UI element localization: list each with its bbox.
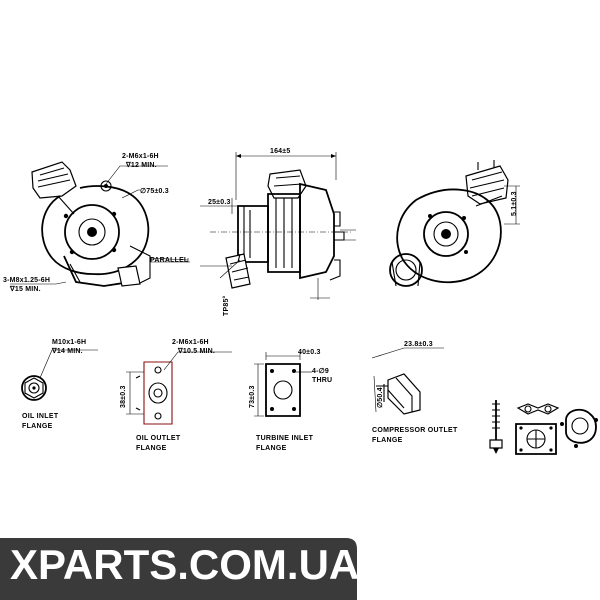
oil-outlet-dim: 38±0.3 bbox=[120, 385, 127, 408]
turbine-inlet-dim-top: 40±0.3 bbox=[298, 349, 321, 356]
front-thread-bottom: 3-M8x1.25-6H bbox=[3, 277, 50, 284]
front-thread-top: 2-M6x1-6H bbox=[122, 153, 159, 160]
oil-inlet-depth: ∇14 MIN. bbox=[51, 347, 83, 355]
turbine-inlet-caption-2: FLANGE bbox=[256, 445, 287, 452]
oil-inlet-caption-2: FLANGE bbox=[22, 423, 53, 430]
oil-inlet-flange bbox=[21, 349, 98, 401]
side-view bbox=[200, 152, 356, 300]
oil-outlet-depth: ∇10.5 MIN. bbox=[177, 347, 215, 355]
rear-dim-right: 5.1±0.3 bbox=[511, 191, 518, 216]
turbine-inlet-flange bbox=[254, 352, 312, 417]
side-angle-label: TP85° bbox=[222, 295, 230, 316]
compressor-outlet-caption-1: COMPRESSOR OUTLET bbox=[372, 427, 458, 434]
rear-view bbox=[389, 160, 520, 287]
compressor-outlet-flange bbox=[371, 347, 444, 415]
side-overall-dim: 164±5 bbox=[270, 148, 290, 155]
side-dim-left: 25±0.3 bbox=[208, 199, 231, 206]
watermark-banner bbox=[0, 538, 357, 600]
oil-inlet-thread: M10x1-6H bbox=[52, 339, 86, 346]
watermark-text: XPARTS.COM.UA bbox=[10, 541, 360, 588]
compressor-outlet-dim-diam: ∅50.4 bbox=[376, 387, 384, 408]
oil-outlet-thread: 2-M6x1-6H bbox=[172, 339, 209, 346]
compressor-outlet-dim-top: 23.8±0.3 bbox=[404, 341, 433, 348]
oil-outlet-flange bbox=[126, 351, 232, 425]
turbine-inlet-holes-2: THRU bbox=[312, 377, 332, 384]
turbine-inlet-holes-1: 4-∅9 bbox=[312, 367, 329, 375]
compressor-outlet-caption-2: FLANGE bbox=[372, 437, 403, 444]
front-depth-bottom: ∇15 MIN. bbox=[9, 285, 41, 293]
hardware-parts bbox=[489, 400, 598, 455]
front-parallel-label: PARALLEL bbox=[150, 257, 189, 264]
oil-outlet-caption-1: OIL OUTLET bbox=[136, 435, 181, 442]
front-view bbox=[10, 161, 190, 287]
front-diameter: ∅75±0.3 bbox=[140, 187, 169, 195]
turbine-inlet-dim-side: 73±0.3 bbox=[249, 385, 256, 408]
oil-outlet-caption-2: FLANGE bbox=[136, 445, 167, 452]
front-depth-top: ∇12 MIN. bbox=[125, 161, 157, 169]
oil-inlet-caption-1: OIL INLET bbox=[22, 413, 59, 420]
turbine-inlet-caption-1: TURBINE INLET bbox=[256, 435, 314, 442]
